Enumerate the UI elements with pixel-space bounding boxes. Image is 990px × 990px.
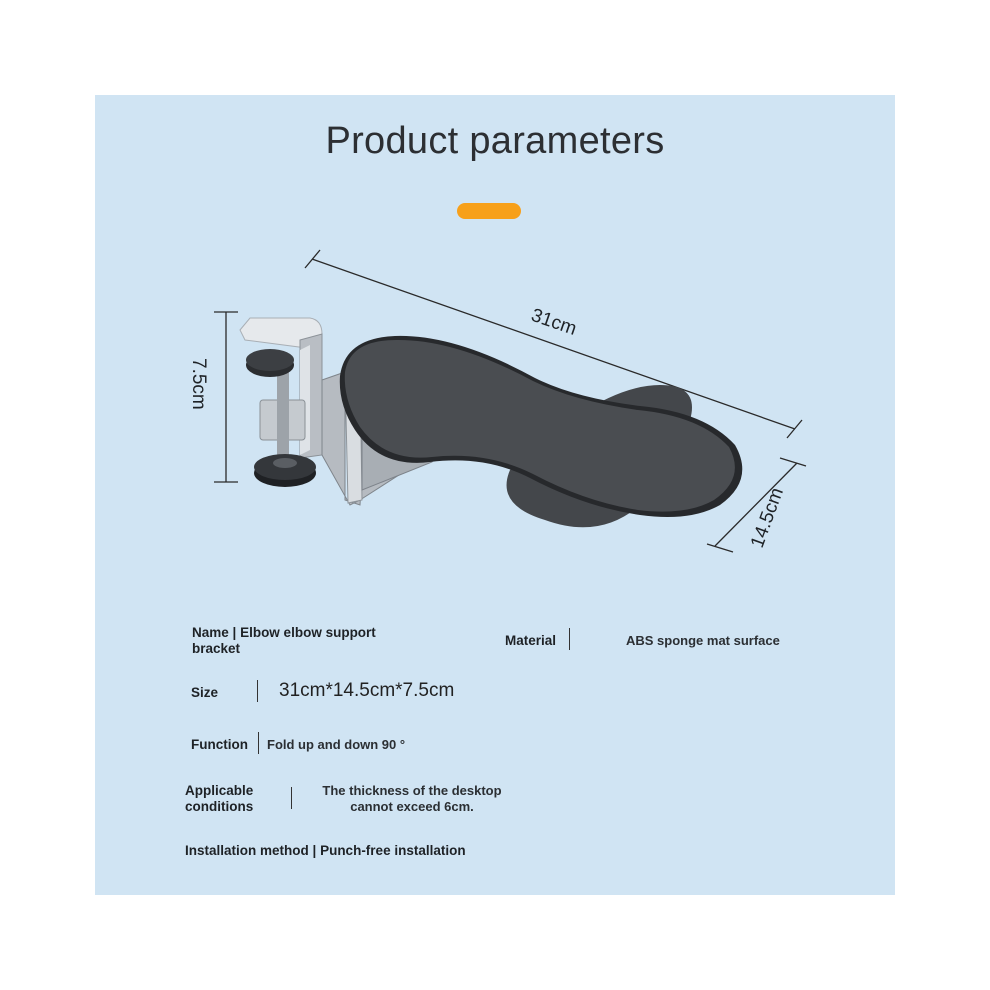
spec-name-label: Name | — [192, 625, 237, 640]
separator — [569, 628, 570, 650]
spec-function-label: Function — [191, 737, 248, 752]
height-label: 7.5cm — [188, 358, 209, 410]
spec-name-value: Elbow elbow support — [240, 625, 376, 640]
width-label: 14.5cm — [747, 485, 788, 551]
spec-applicable-value-line1: The thickness of the desktop — [322, 783, 502, 798]
spec-applicable-label: Applicable conditions — [185, 783, 253, 815]
spec-installation-label: Installation method | — [185, 843, 317, 858]
desk-clamp — [239, 317, 323, 487]
spec-applicable-value: The thickness of the desktop cannot exce… — [312, 783, 512, 815]
spec-material-value: ABS sponge mat surface — [626, 633, 780, 648]
product-panel — [95, 95, 895, 895]
separator — [257, 680, 258, 702]
spec-installation: Installation method | Punch-free install… — [185, 843, 466, 859]
spec-name-value-line2: bracket — [192, 641, 241, 656]
spec-size-value: 31cm*14.5cm*7.5cm — [279, 680, 455, 701]
height-dimension-line — [214, 311, 238, 483]
length-dimension-line — [304, 249, 803, 439]
spec-installation-value: Punch-free installation — [320, 843, 466, 858]
page-title: Product parameters — [325, 120, 665, 162]
accent-bar — [457, 203, 521, 219]
spec-material-label: Material — [505, 633, 557, 648]
separator — [291, 787, 292, 809]
spec-size-label: Size — [191, 685, 219, 700]
separator — [258, 732, 259, 754]
spec-applicable-label-line2: conditions — [185, 799, 254, 814]
spec-function-value: Fold up and down 90 ° — [267, 737, 406, 752]
spec-applicable-label-line1: Applicable — [185, 783, 254, 798]
arm-rest-pad — [339, 335, 743, 528]
length-label: 31cm — [528, 305, 579, 340]
width-dimension-line — [706, 457, 807, 553]
spec-applicable-value-line2: cannot exceed 6cm. — [350, 799, 474, 814]
spec-name: Name | Elbow elbow support bracket — [192, 625, 402, 657]
